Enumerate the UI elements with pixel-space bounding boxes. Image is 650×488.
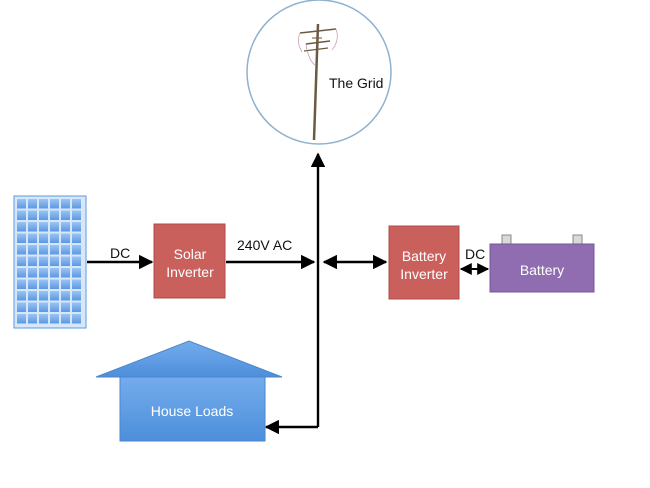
grid-circle [246, 0, 392, 145]
battery-inverter-label-line2: Inverter [400, 266, 448, 282]
solar-panel-cell [50, 222, 59, 232]
solar-panel-cell [72, 302, 81, 312]
utility-pole-icon [298, 23, 338, 141]
solar-panel-cell [61, 222, 70, 232]
solar-panel-cell [50, 279, 59, 289]
solar-panel-cell [17, 268, 26, 278]
solar-panel-cell [39, 245, 48, 255]
solar-panel-cell [61, 302, 70, 312]
solar-panel-cell [17, 291, 26, 301]
solar-panel-cell [50, 199, 59, 209]
solar-panel-cell [50, 291, 59, 301]
solar-panel-cell [28, 279, 37, 289]
battery-inverter-box [388, 225, 460, 300]
solar-panel-cell [72, 256, 81, 266]
solar-panel-cell [28, 199, 37, 209]
battery-inverter-label-line1: Battery [402, 248, 446, 264]
solar-panel-cell [28, 302, 37, 312]
solar-panel-cell [17, 245, 26, 255]
solar-panel-cell [39, 291, 48, 301]
solar-panel-cell [39, 233, 48, 243]
solar-panel-cell [61, 291, 70, 301]
battery-body [489, 243, 595, 293]
solar-panel-cell [61, 314, 70, 324]
house-body [119, 376, 266, 442]
battery-label: Battery [520, 262, 564, 278]
solar-inverter: Solar Inverter [153, 223, 226, 299]
grid-label: The Grid [329, 75, 383, 91]
solar-panel-cell [72, 210, 81, 220]
solar-panel-cell [28, 245, 37, 255]
solar-panel-cell [28, 256, 37, 266]
solar-panel-cell [28, 222, 37, 232]
solar-panel-cell [50, 302, 59, 312]
solar-panel-cell [17, 279, 26, 289]
solar-panel-cell [28, 268, 37, 278]
solar-panel-cell [50, 256, 59, 266]
solar-panel-cell [28, 314, 37, 324]
ac-bus-label: 240V AC [237, 237, 292, 253]
solar-inverter-label-line2: Inverter [166, 264, 214, 280]
solar-panel-cell [28, 291, 37, 301]
solar-panel-cell [39, 210, 48, 220]
solar-panel-cell [72, 233, 81, 243]
dc-label-battery: DC [465, 246, 485, 262]
solar-panel-cell [39, 279, 48, 289]
solar-panel-cell [17, 256, 26, 266]
solar-panel-cell [72, 279, 81, 289]
solar-panel-cell [61, 199, 70, 209]
solar-panel-cell [39, 302, 48, 312]
solar-panel-cell [17, 302, 26, 312]
solar-panel-cell [72, 268, 81, 278]
solar-panel-cell [39, 199, 48, 209]
solar-panel-cell [28, 233, 37, 243]
solar-panel-cell [50, 233, 59, 243]
solar-panel-cell [28, 210, 37, 220]
solar-panel-cell [50, 210, 59, 220]
house-label: House Loads [151, 403, 234, 419]
dc-label-panel: DC [110, 245, 130, 261]
solar-panel-cell [72, 245, 81, 255]
solar-panel-cell [61, 268, 70, 278]
solar-panel-cell [61, 279, 70, 289]
solar-panel-cell [61, 256, 70, 266]
solar-panel-cell [39, 314, 48, 324]
solar-panel-cell [39, 222, 48, 232]
solar-panel-cell [17, 210, 26, 220]
grid-node: The Grid [246, 0, 392, 145]
solar-inverter-box [153, 223, 226, 299]
solar-panel-cell [39, 268, 48, 278]
battery-inverter: Battery Inverter [388, 225, 460, 300]
house-roof [95, 340, 283, 378]
solar-panel-cell [50, 245, 59, 255]
solar-panel-cell [61, 233, 70, 243]
solar-panel-cell [17, 199, 26, 209]
solar-panel-cell [17, 233, 26, 243]
solar-panel [13, 195, 87, 329]
solar-panel-cell [61, 245, 70, 255]
connections [87, 152, 490, 435]
solar-panel-cell [17, 222, 26, 232]
solar-inverter-label-line1: Solar [174, 246, 207, 262]
solar-panel-cell [50, 314, 59, 324]
solar-panel-cell [61, 210, 70, 220]
solar-panel-cell [72, 314, 81, 324]
solar-panel-cell [39, 256, 48, 266]
solar-panel-cell [72, 199, 81, 209]
house-loads: House Loads [95, 340, 283, 442]
battery: Battery [489, 234, 595, 293]
solar-panel-cell [72, 291, 81, 301]
solar-panel-cell [17, 314, 26, 324]
solar-panel-cell [50, 268, 59, 278]
solar-panel-cell [72, 222, 81, 232]
